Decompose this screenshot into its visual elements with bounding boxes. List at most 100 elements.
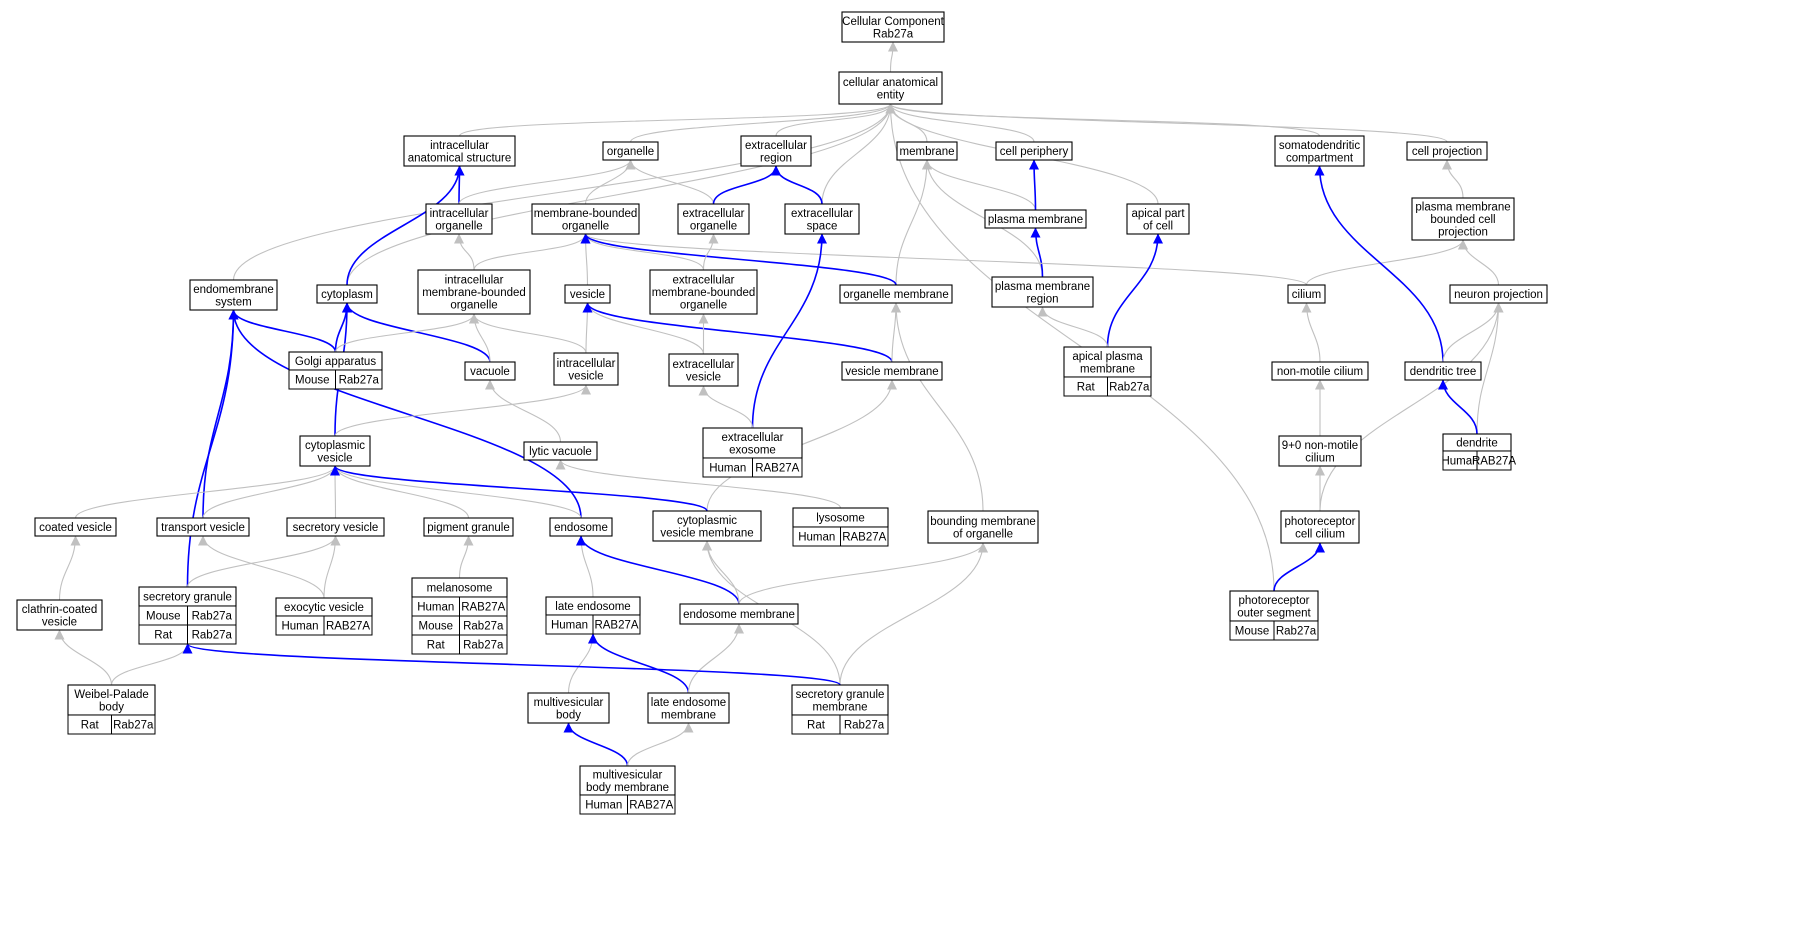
- edge-is_a-cilium-to-mbo: [580, 233, 1308, 286]
- node-box: [423, 517, 514, 537]
- node-endosome[interactable]: endosome: [549, 517, 613, 537]
- node-label: photoreceptor: [1239, 595, 1310, 607]
- gene-label: Rab27a: [463, 621, 504, 633]
- node-pigment[interactable]: pigment granule: [423, 517, 514, 537]
- node-vesmem[interactable]: vesicle membrane: [841, 361, 943, 381]
- node-cytoplasm[interactable]: cytoplasm: [316, 284, 378, 304]
- node-box: [531, 203, 640, 235]
- edge-is_a-intorg-to-organelle: [458, 159, 636, 205]
- node-box: [927, 510, 1039, 544]
- species-label: Rat: [807, 720, 826, 732]
- node-box: [740, 135, 812, 167]
- edge-is_a-prcilium-to-neuronproj: [1319, 302, 1504, 512]
- node-label: photoreceptor: [1285, 516, 1356, 528]
- node-transport[interactable]: transport vesicle: [156, 517, 250, 537]
- node-orgmem[interactable]: organelle membrane: [839, 284, 953, 304]
- node-label: Weibel-Palade: [74, 689, 149, 701]
- node-cilium[interactable]: cilium: [1287, 284, 1326, 304]
- node-label: late endosome: [651, 697, 726, 709]
- species-chip: Mouse: [138, 605, 188, 626]
- node-endomem[interactable]: endosome membrane: [679, 603, 799, 625]
- edge-is_a-lysosome-to-lytvac: [555, 459, 842, 509]
- gene-label: RAB27A: [461, 602, 505, 614]
- edge-is_a-cytoplasm-to-cae: [346, 103, 896, 286]
- edge-is_a-melanosome-to-pigment: [458, 535, 474, 579]
- node-pm[interactable]: plasma membrane: [984, 209, 1087, 229]
- node-label: extracellular: [673, 275, 735, 287]
- node-cellper[interactable]: cell periphery: [995, 141, 1073, 161]
- node-lytvac[interactable]: lytic vacuole: [523, 441, 598, 461]
- edge-part_of-ecorg-to-ecr: [712, 165, 781, 205]
- node-box: [839, 284, 953, 304]
- node-dtree[interactable]: dendritic tree: [1404, 361, 1482, 381]
- edge-is_a-secves-to-cytves: [330, 465, 341, 519]
- gene-label: Rab27a: [192, 630, 233, 642]
- node-label: organelle: [607, 146, 654, 158]
- edge-is_a-exocytic-to-secves: [323, 535, 341, 599]
- node-neuronproj[interactable]: neuron projection: [1449, 284, 1548, 304]
- node-label: secretory granule: [796, 689, 885, 701]
- node-membrane[interactable]: membrane: [896, 141, 958, 161]
- node-nmcilium[interactable]: non-motile cilium: [1271, 361, 1369, 381]
- node-secves[interactable]: secretory vesicle: [286, 517, 385, 537]
- edge-is_a-embo-to-ecorg: [702, 233, 719, 271]
- node-label: vesicle membrane: [845, 366, 938, 378]
- node-organelle[interactable]: organelle: [602, 141, 659, 161]
- edge-part_of-apm-to-apical: [1106, 233, 1163, 348]
- node-box: [425, 203, 493, 235]
- gene-chip: Rab27a: [839, 714, 889, 735]
- node-box: [668, 353, 739, 387]
- edge-is_a-ecorg-to-organelle: [625, 159, 715, 205]
- node-vacuole[interactable]: vacuole: [464, 361, 516, 381]
- node-vesicle[interactable]: vesicle: [564, 284, 611, 304]
- gene-chip: Rab27a: [1107, 376, 1152, 397]
- edge-is_a-pigment-to-cytves: [330, 465, 470, 519]
- node-label: membrane: [813, 701, 868, 713]
- node-label: extracellular: [673, 359, 735, 371]
- node-coated[interactable]: coated vesicle: [34, 517, 117, 537]
- node-box: [34, 517, 117, 537]
- node-cellproj[interactable]: cell projection: [1406, 141, 1488, 161]
- node-label: cellular anatomical: [843, 77, 938, 89]
- node-label: intracellular: [557, 358, 616, 370]
- edge-is_a-endomem-to-bmo: [738, 542, 988, 605]
